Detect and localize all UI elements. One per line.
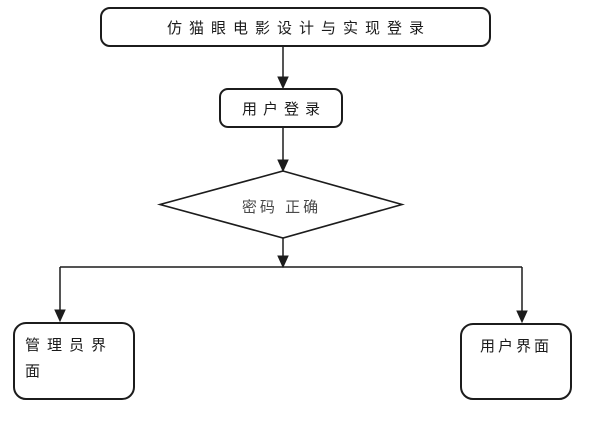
node-login: 用户登录	[219, 88, 343, 128]
node-start: 仿猫眼电影设计与实现登录	[100, 7, 491, 47]
arrow-down-icon	[277, 159, 289, 173]
node-user-label: 用户界面	[479, 338, 552, 355]
node-login-label: 用户登录	[241, 100, 326, 118]
node-admin-label: 管理员界面	[25, 337, 114, 380]
node-admin: 管理员界面	[13, 322, 135, 400]
arrow-down-icon	[277, 76, 289, 90]
node-user: 用户界面	[460, 323, 572, 400]
node-decision-label: 密码 正确	[241, 199, 322, 216]
arrow-down-icon	[54, 309, 66, 323]
arrow-down-icon	[516, 310, 528, 324]
node-start-label: 仿猫眼电影设计与实现登录	[166, 19, 431, 37]
arrow-down-icon	[277, 255, 289, 269]
